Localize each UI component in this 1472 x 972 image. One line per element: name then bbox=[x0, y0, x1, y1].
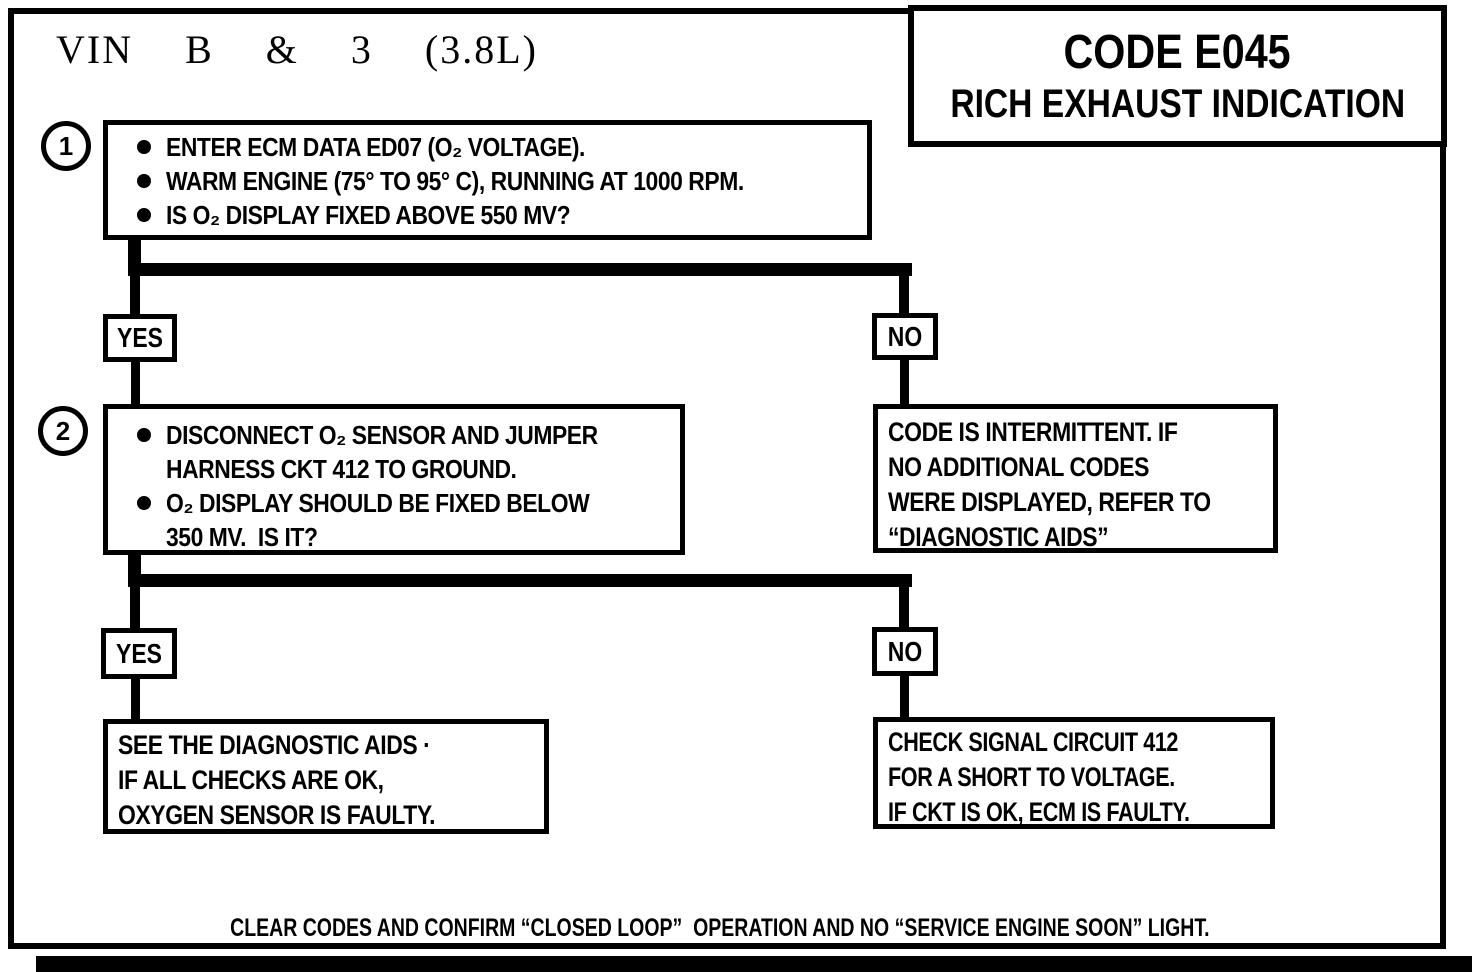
code-title-box: CODE E045 RICH EXHAUST INDICATION bbox=[908, 5, 1447, 147]
step-1-bullet-1-text: ENTER ECM DATA ED07 (O₂ VOLTAGE). bbox=[166, 132, 585, 162]
connector-branch1-no-stem bbox=[899, 276, 909, 315]
step-1-bullet-3: IS O₂ DISPLAY FIXED ABOVE 550 MV? bbox=[122, 198, 859, 232]
connector-yes1-to-step2 bbox=[131, 360, 140, 406]
connector-branch1-bar bbox=[128, 263, 912, 276]
step-1-bullet-1: ENTER ECM DATA ED07 (O₂ VOLTAGE). bbox=[122, 130, 859, 164]
connector-no1-to-result bbox=[900, 358, 909, 406]
step-1-number-badge: 1 bbox=[41, 121, 91, 171]
see-diagnostic-aids-line-3: OXYGEN SENSOR IS FAULTY. bbox=[118, 800, 436, 830]
code-intermittent-line-2: NO ADDITIONAL CODES bbox=[888, 452, 1149, 482]
check-signal-circuit-line-3: IF CKT IS OK, ECM IS FAULTY. bbox=[888, 797, 1190, 827]
connector-step2-stem bbox=[128, 553, 141, 579]
scan-edge-bar bbox=[36, 956, 1472, 972]
step-2-bullet-1-line-1: DISCONNECT O₂ SENSOR AND JUMPER bbox=[166, 420, 598, 450]
step-2-bullet-2-line-2: 350 MV. IS IT? bbox=[166, 522, 318, 552]
step-1-number: 1 bbox=[58, 130, 74, 161]
step-2-bullet-2-line-1: O₂ DISPLAY SHOULD BE FIXED BELOW bbox=[166, 488, 590, 518]
branch-2-yes-label: YES bbox=[101, 628, 177, 679]
step-2-number-badge: 2 bbox=[38, 406, 88, 456]
connector-branch2-yes-stem bbox=[130, 586, 140, 630]
step-2-box: DISCONNECT O₂ SENSOR AND JUMPER HARNESS … bbox=[103, 404, 685, 555]
branch-1-yes-label: YES bbox=[103, 314, 177, 362]
code-subtitle: RICH EXHAUST INDICATION bbox=[950, 82, 1405, 126]
step-1-bullet-3-text: IS O₂ DISPLAY FIXED ABOVE 550 MV? bbox=[166, 200, 571, 230]
bullet-icon bbox=[137, 174, 151, 188]
page-border bbox=[8, 8, 1446, 949]
see-diagnostic-aids-line-2: IF ALL CHECKS ARE OK, bbox=[118, 765, 384, 795]
code-intermittent-line-3: WERE DISPLAYED, REFER TO bbox=[888, 487, 1211, 517]
check-signal-circuit-line-2: FOR A SHORT TO VOLTAGE. bbox=[888, 762, 1175, 792]
bullet-icon bbox=[137, 496, 151, 510]
connector-branch2-no-stem bbox=[899, 586, 909, 629]
connector-no2-to-result bbox=[900, 674, 909, 719]
step-1-bullet-2-text: WARM ENGINE (75° TO 95° C), RUNNING AT 1… bbox=[166, 166, 744, 196]
footer-note: CLEAR CODES AND CONFIRM “CLOSED LOOP” OP… bbox=[230, 914, 1210, 942]
bullet-icon bbox=[137, 428, 151, 442]
code-intermittent-line-4: “DIAGNOSTIC AIDS” bbox=[888, 522, 1109, 552]
step-1-bullet-2: WARM ENGINE (75° TO 95° C), RUNNING AT 1… bbox=[122, 164, 859, 198]
step-1-box: ENTER ECM DATA ED07 (O₂ VOLTAGE). WARM E… bbox=[103, 120, 872, 240]
see-diagnostic-aids-line-1: SEE THE DIAGNOSTIC AIDS · bbox=[118, 730, 431, 760]
bullet-icon bbox=[137, 140, 151, 154]
branch-2-no-label: NO bbox=[872, 627, 938, 676]
step-2-bullet-1: DISCONNECT O₂ SENSOR AND JUMPER HARNESS … bbox=[122, 418, 674, 486]
connector-yes2-to-result bbox=[131, 677, 140, 721]
code-title: CODE E045 bbox=[1063, 26, 1292, 79]
step-2-number: 2 bbox=[55, 415, 71, 446]
code-intermittent-line-1: CODE IS INTERMITTENT. IF bbox=[888, 417, 1178, 447]
check-signal-circuit-line-1: CHECK SIGNAL CIRCUIT 412 bbox=[888, 727, 1179, 757]
footer-note-row: CLEAR CODES AND CONFIRM “CLOSED LOOP” OP… bbox=[0, 914, 1440, 943]
vin-label: VIN B & 3 (3.8L) bbox=[56, 27, 538, 72]
connector-branch1-yes-stem bbox=[130, 276, 140, 316]
bullet-icon bbox=[137, 208, 151, 222]
step-2-bullet-2: O₂ DISPLAY SHOULD BE FIXED BELOW 350 MV.… bbox=[122, 486, 674, 554]
step-2-bullet-1-line-2: HARNESS CKT 412 TO GROUND. bbox=[166, 454, 517, 484]
see-diagnostic-aids-box: SEE THE DIAGNOSTIC AIDS · IF ALL CHECKS … bbox=[103, 719, 549, 834]
connector-branch2-bar bbox=[128, 574, 912, 587]
branch-1-no-label: NO bbox=[872, 313, 938, 360]
code-intermittent-box: CODE IS INTERMITTENT. IF NO ADDITIONAL C… bbox=[873, 404, 1278, 553]
connector-step1-stem bbox=[128, 237, 141, 269]
check-signal-circuit-box: CHECK SIGNAL CIRCUIT 412 FOR A SHORT TO … bbox=[873, 717, 1275, 829]
